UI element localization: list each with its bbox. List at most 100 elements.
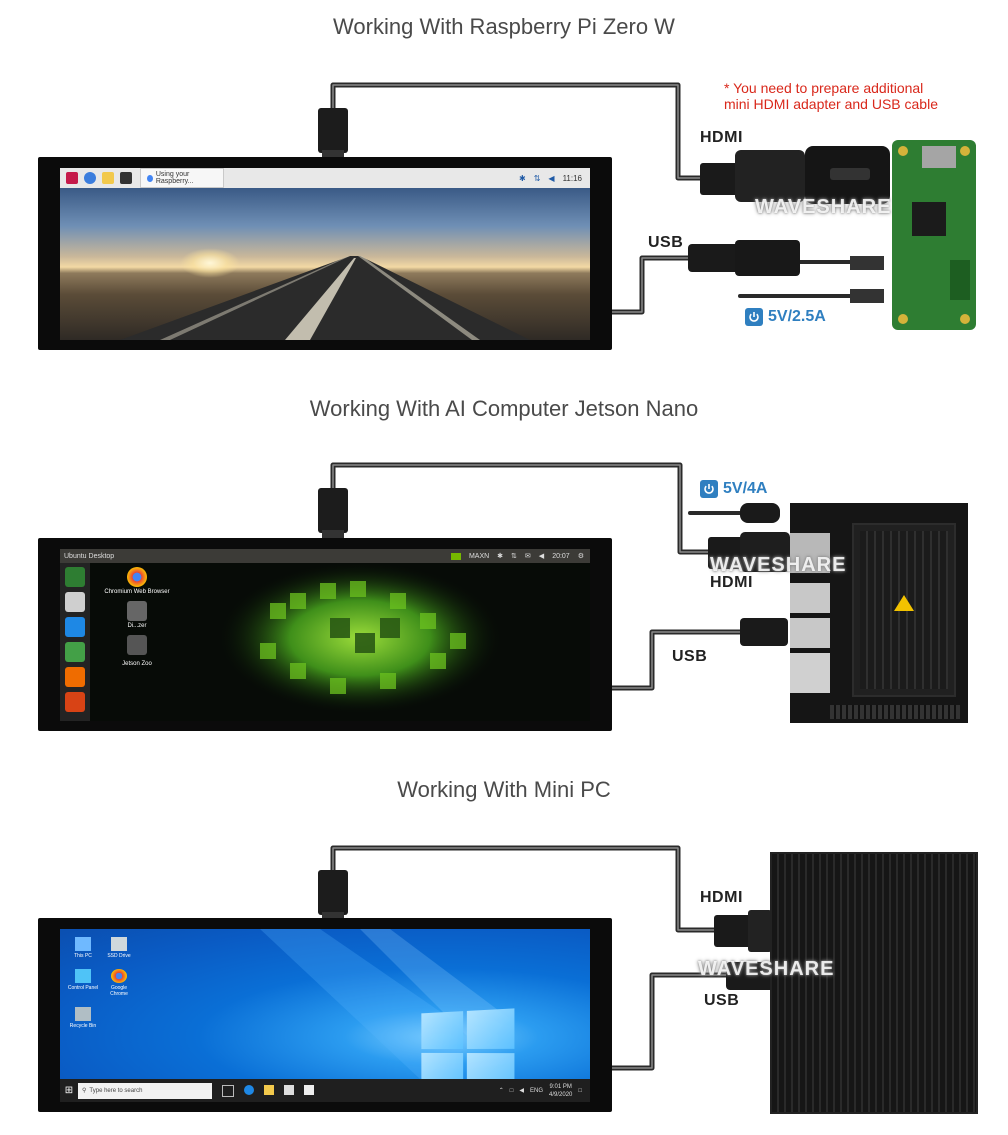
sd-slot [922,146,956,168]
hdmi-label-jetson: HDMI [710,574,753,591]
power-spec-rpi: 5V/2.5A [745,308,826,326]
rpi-screen: Using your Raspberry... ✱ ⇅ ◀ 11:16 [60,168,590,340]
file-explorer-icon[interactable] [264,1084,274,1095]
raspberry-pi-zero-board [892,140,976,330]
desktop-icon-label: Control Panel [67,985,99,991]
search-placeholder: Type here to search [89,1087,143,1094]
mail-icon[interactable] [304,1084,314,1095]
windows-screen: This PC SSD Drive Control Panel Google C… [60,929,590,1102]
folder-icon[interactable] [102,172,114,184]
road-graphic [120,256,530,340]
display-monitor-jetson: Ubuntu Desktop MAXN ✱ ⇅ ✉ ◀ 20:07 ⚙ [38,538,612,731]
desktop-icon-control-panel[interactable]: Control Panel [66,969,100,997]
store-icon[interactable] [284,1084,294,1095]
control-panel-icon [75,969,91,983]
file-icon [127,635,147,655]
warning-icon [894,595,914,611]
nvidia-wallpaper [90,563,590,721]
ethernet-port [790,653,830,693]
watermark-jetson: WAVESHARE [710,554,847,576]
watermark-minipc: WAVESHARE [698,958,835,980]
ubuntu-tray: MAXN ✱ ⇅ ✉ ◀ 20:07 ⚙ [450,552,584,560]
display-monitor-minipc: This PC SSD Drive Control Panel Google C… [38,918,612,1112]
ubuntu-desktop-icons: Chromium Web Browser Di...zer Jetson Zoo [102,567,172,673]
tray-up-icon[interactable]: ⌃ [498,1088,504,1094]
desktop-icon-item[interactable]: Di...zer [102,601,172,629]
desktop-icon-ssd[interactable]: SSD Drive [102,937,136,959]
settings-icon[interactable]: ⚙ [577,553,584,560]
task-view-icon[interactable] [222,1084,234,1097]
chromium-icon [127,567,147,587]
taskbar-clock[interactable]: 9:01 PM 4/9/2020 [549,1083,572,1099]
bluetooth-icon[interactable]: ✱ [497,553,504,560]
terminal-icon[interactable] [120,172,132,184]
windows-wallpaper: This PC SSD Drive Control Panel Google C… [60,929,590,1079]
launcher-writer-icon[interactable] [65,617,85,637]
start-button-icon[interactable]: ⊞ [64,1085,74,1096]
power-label: 5V/4A [723,480,768,497]
heatsink [852,523,956,697]
chrome-icon [111,969,127,983]
windows-taskbar: ⊞ ⚲ Type here to search ⌃ □ ◀ ENG 9:01 P… [60,1079,590,1102]
gpio-header [830,705,960,719]
launcher-app-icon[interactable] [65,567,85,587]
volume-icon[interactable]: ◀ [519,1088,524,1094]
drive-icon [111,937,127,951]
launcher-files-icon[interactable] [65,592,85,612]
browser-icon[interactable] [84,172,96,184]
ubuntu-launcher [60,563,90,721]
desktop-icon-chromium[interactable]: Chromium Web Browser [102,567,172,595]
desktop-icon-jetson-zoo[interactable]: Jetson Zoo [102,661,172,667]
recycle-bin-icon [75,1007,91,1021]
notification-icon[interactable]: □ [578,1087,582,1094]
mail-icon[interactable]: ✉ [524,553,531,560]
desktop-icon-recycle-bin[interactable]: Recycle Bin [66,1007,100,1029]
rpi-taskbar: Using your Raspberry... ✱ ⇅ ◀ 11:16 [60,168,590,188]
adapter-note: * You need to prepare additional mini HD… [724,80,938,112]
section-title-rpi: Working With Raspberry Pi Zero W [333,14,675,39]
desktop-icon-this-pc[interactable]: This PC [66,937,100,959]
taskbar-window-tab[interactable]: Using your Raspberry... [140,168,224,188]
network-icon[interactable]: ⇅ [533,173,541,183]
mini-pc-case [770,852,978,1114]
rpi-clock: 11:16 [562,173,582,183]
desktop-icon-label: SSD Drive [107,953,131,959]
jetson-nano-board [790,503,968,723]
sun-glow [180,248,240,278]
nvidia-icon[interactable] [450,552,461,560]
power-mode[interactable]: MAXN [468,552,490,560]
bluetooth-icon[interactable]: ✱ [519,173,526,183]
windows-logo [421,1008,515,1079]
hdmi-port [790,533,830,573]
watermark-rpi: WAVESHARE [755,196,892,218]
section-title-jetson: Working With AI Computer Jetson Nano [309,396,699,421]
power-spec-jetson: 5V/4A [700,480,767,498]
edge-icon[interactable] [244,1084,254,1095]
taskbar-search[interactable]: ⚲ Type here to search [78,1082,212,1099]
display-monitor-rpi: Using your Raspberry... ✱ ⇅ ◀ 11:16 [38,157,612,350]
desktop-icon-chrome[interactable]: Google Chrome [102,969,136,997]
launcher-impress-icon[interactable] [65,667,85,687]
raspberry-menu-icon[interactable] [66,172,78,184]
road-wallpaper [60,188,590,340]
taskbar-apps [222,1084,314,1097]
taskbar-date: 4/9/2020 [549,1091,573,1098]
volume-icon[interactable]: ◀ [548,173,555,183]
desktop-icon-item[interactable] [102,635,172,655]
desktop-icon-label: Recycle Bin [69,1023,97,1029]
rpi-tray: ✱ ⇅ ◀ 11:16 [519,174,582,183]
windows-desktop-icons: This PC SSD Drive Control Panel Google C… [66,937,136,1039]
ubuntu-top-bar: Ubuntu Desktop MAXN ✱ ⇅ ✉ ◀ 20:07 ⚙ [60,549,590,563]
soc-chip [912,202,946,236]
launcher-calc-icon[interactable] [65,642,85,662]
launcher-software-icon[interactable] [65,692,85,712]
power-icon [700,480,718,498]
usb-port [790,618,830,648]
language-indicator[interactable]: ENG [530,1087,544,1094]
usb-port [790,583,830,613]
section-title-minipc: Working With Mini PC [397,777,611,802]
ubuntu-clock: 20:07 [552,552,570,560]
network-icon[interactable]: ⇅ [511,553,517,560]
volume-icon[interactable]: ◀ [538,553,545,560]
network-icon[interactable]: □ [509,1087,514,1094]
